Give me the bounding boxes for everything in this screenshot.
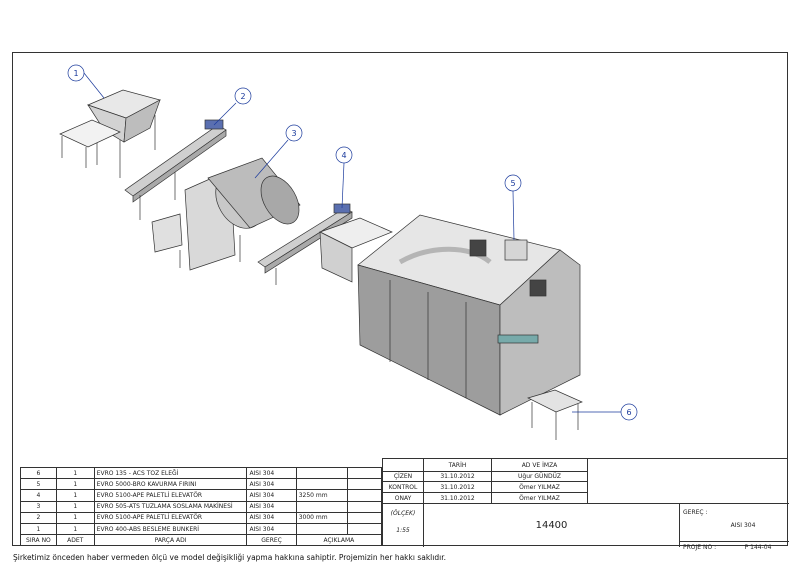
role-label: ÇİZEN (393, 473, 413, 480)
bom-part-name: EVRO 135 - ACS TOZ ELEĞİ (93, 466, 248, 480)
table-row: 2 1 EVRO 5100-APE PALETLİ ELEVATÖR AISI … (20, 511, 382, 524)
signer-name: Uğur GÜNDÜZ (518, 473, 561, 480)
material-label: GEREÇ : (683, 508, 708, 516)
bom-note (295, 466, 349, 480)
project-value: P 144-04 (744, 543, 772, 551)
bom-header-name: PARÇA ADI (93, 534, 248, 547)
bom-qty: 1 (55, 511, 95, 524)
scale-value: 1:55 (396, 526, 410, 534)
scale-label: (ÖLÇEK) (390, 509, 416, 517)
balloon-4 (335, 146, 353, 164)
bom-part-name: EVRO 505-ATS TUZLAMA SOSLAMA MAKİNESİ (93, 500, 248, 513)
footer-note: Şirketimiz önceden haber vermeden ölçü v… (13, 553, 446, 562)
bom-note: 3250 mm (295, 489, 349, 502)
balloon-label: 3 (291, 129, 296, 138)
balloon-3 (285, 124, 303, 142)
bom-material: AISI 304 (246, 500, 297, 513)
col-signature: AD VE İMZA (521, 461, 558, 469)
title-block: TARİH AD VE İMZA ÇİZEN 31.10.2012 Uğur G… (382, 458, 789, 551)
role-label: ONAY (394, 494, 412, 502)
bom-qty: 1 (55, 522, 95, 536)
bom-material: AISI 304 (246, 466, 297, 480)
balloon-label: 5 (510, 179, 515, 188)
bom-part-name: EVRO 5100-APE PALETLİ ELEVATÖR (93, 489, 248, 502)
bom-qty: 1 (55, 489, 95, 502)
bill-of-materials: 6 1 EVRO 135 - ACS TOZ ELEĞİ AISI 304 5 … (20, 466, 383, 547)
bom-empty (347, 489, 382, 502)
bom-no: 3 (20, 500, 57, 513)
elevator-1 (124, 119, 227, 220)
bom-part-name: EVRO 5000-BRO KAVURMA FIRINI (93, 478, 248, 491)
bom-empty (347, 511, 382, 524)
bom-header-material: GEREÇ (246, 534, 297, 547)
bom-material: AISI 304 (246, 511, 297, 524)
table-row: 5 1 EVRO 5000-BRO KAVURMA FIRINI AISI 30… (20, 478, 382, 491)
powder-sieve (527, 389, 583, 440)
bom-material: AISI 304 (246, 522, 297, 536)
bom-header-note: AÇIKLAMA (295, 534, 383, 547)
feeding-hopper (59, 89, 161, 178)
table-row: 4 1 EVRO 5100-APE PALETLİ ELEVATÖR AISI … (20, 489, 382, 502)
signer-name: Ömer YILMAZ (519, 494, 560, 502)
production-line-drawing: 1 2 3 4 5 6 (59, 64, 638, 440)
balloon-label: 2 (240, 92, 245, 101)
bom-no: 6 (20, 466, 57, 480)
date-value: 31.10.2012 (440, 494, 475, 502)
bom-note (295, 522, 349, 536)
bom-qty: 1 (55, 478, 95, 491)
bom-header-qty: ADET (55, 534, 95, 547)
col-date: TARİH (448, 461, 467, 469)
table-header-row: SIRA NO ADET PARÇA ADI GEREÇ AÇIKLAMA (20, 534, 383, 547)
drawing-frame (12, 52, 788, 546)
role-label: KONTROL (388, 483, 418, 491)
bom-part-name: EVRO 400-ABS BESLEME BUNKERİ (93, 522, 248, 536)
balloon-label: 4 (341, 151, 346, 160)
bom-empty (347, 478, 382, 491)
bom-qty: 1 (55, 466, 95, 480)
bom-note (295, 478, 349, 491)
balloon-label: 1 (73, 69, 78, 78)
balloon-2 (234, 87, 252, 105)
bom-no: 2 (20, 511, 57, 524)
bom-note: 3000 mm (295, 511, 349, 524)
table-row: 1 1 EVRO 400-ABS BESLEME BUNKERİ AISI 30… (20, 522, 382, 536)
bom-no: 5 (20, 478, 57, 491)
drawing-number: 14400 (535, 520, 568, 531)
bom-empty (347, 466, 382, 480)
roasting-oven (357, 214, 581, 416)
elevator-2 (257, 203, 393, 285)
date-value: 31.10.2012 (440, 483, 475, 491)
balloon-5 (504, 174, 522, 192)
bom-material: AISI 304 (246, 478, 297, 491)
bom-part-name: EVRO 5100-APE PALETLİ ELEVATÖR (93, 511, 248, 524)
balloon-6 (620, 403, 638, 421)
balloon-label: 6 (626, 408, 631, 417)
bom-no: 4 (20, 489, 57, 502)
bom-empty (347, 500, 382, 513)
material-value: AISI 304 (730, 521, 756, 529)
date-value: 31.10.2012 (440, 473, 475, 480)
table-row: 3 1 EVRO 505-ATS TUZLAMA SOSLAMA MAKİNES… (20, 500, 382, 513)
bom-no: 1 (20, 522, 57, 536)
balloon-1 (67, 64, 85, 82)
bom-material: AISI 304 (246, 489, 297, 502)
bom-header-no: SIRA NO (20, 534, 57, 547)
bom-empty (347, 522, 382, 536)
salting-drum (151, 157, 301, 271)
bom-note (295, 500, 349, 513)
table-row: 6 1 EVRO 135 - ACS TOZ ELEĞİ AISI 304 (20, 466, 382, 480)
bom-qty: 1 (55, 500, 95, 513)
project-label: PROJE NO : (683, 543, 717, 551)
signer-name: Ömer YILMAZ (519, 483, 560, 491)
